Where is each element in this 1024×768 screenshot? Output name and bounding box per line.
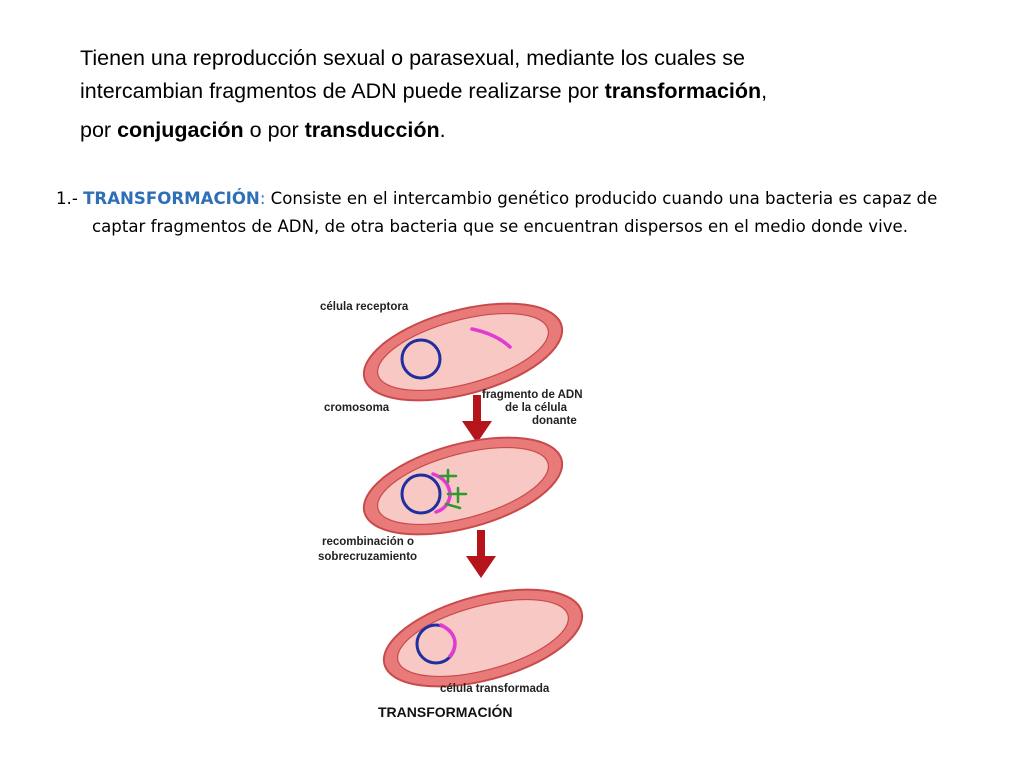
cell-cytoplasm (396, 599, 570, 677)
cell-cytoplasm (376, 447, 550, 525)
label-fragmento-1: fragmento de ADN (482, 389, 583, 401)
intro-line-3: por conjugación o por transducción. (80, 118, 446, 142)
point-number: 1.- (56, 189, 84, 208)
integrated-fragment (439, 623, 457, 658)
point-colon: : (259, 189, 266, 208)
diagram-caption: TRANSFORMACIÓN (378, 703, 513, 720)
point-text: Consiste en el intercambio genético prod… (92, 189, 938, 236)
label-fragmento-3: donante (532, 415, 577, 427)
label-celula-transformada: célula transformada (440, 683, 550, 695)
recombination-enzymes (438, 468, 468, 510)
label-celula-receptora: célula receptora (320, 301, 409, 313)
label-recombinacion-1: recombinación o (322, 536, 414, 548)
chromosome-2 (400, 473, 442, 515)
label-cromosoma: cromosoma (324, 402, 390, 414)
label-recombinacion-2: sobrecruzamiento (318, 551, 417, 563)
point-transformacion: 1.- TRANSFORMACIÓN: Consiste en el inter… (56, 185, 992, 241)
donor-dna-fragment (470, 327, 512, 349)
intro-line-1: Tienen una reproducción sexual o parasex… (80, 46, 745, 70)
term-transduccion: transducción (304, 118, 440, 142)
arrow-down-1 (462, 395, 492, 443)
term-conjugacion: conjugación (117, 118, 244, 142)
arrow-down-2 (466, 530, 496, 578)
intro-line-2: intercambian fragmentos de ADN puede rea… (80, 79, 768, 103)
label-fragmento-2: de la célula (505, 402, 568, 414)
chromosome-1 (400, 338, 442, 380)
cell-recombination (362, 436, 564, 536)
point-keyword: TRANSFORMACIÓN (83, 189, 260, 208)
term-transformacion: transformación (604, 79, 762, 103)
cell-cytoplasm (376, 313, 550, 391)
intro-paragraph: Tienen una reproducción sexual o parasex… (80, 42, 960, 147)
transformation-diagram: célula receptora cromosoma fragmento de … (318, 301, 584, 720)
inserting-fragment (431, 472, 452, 514)
